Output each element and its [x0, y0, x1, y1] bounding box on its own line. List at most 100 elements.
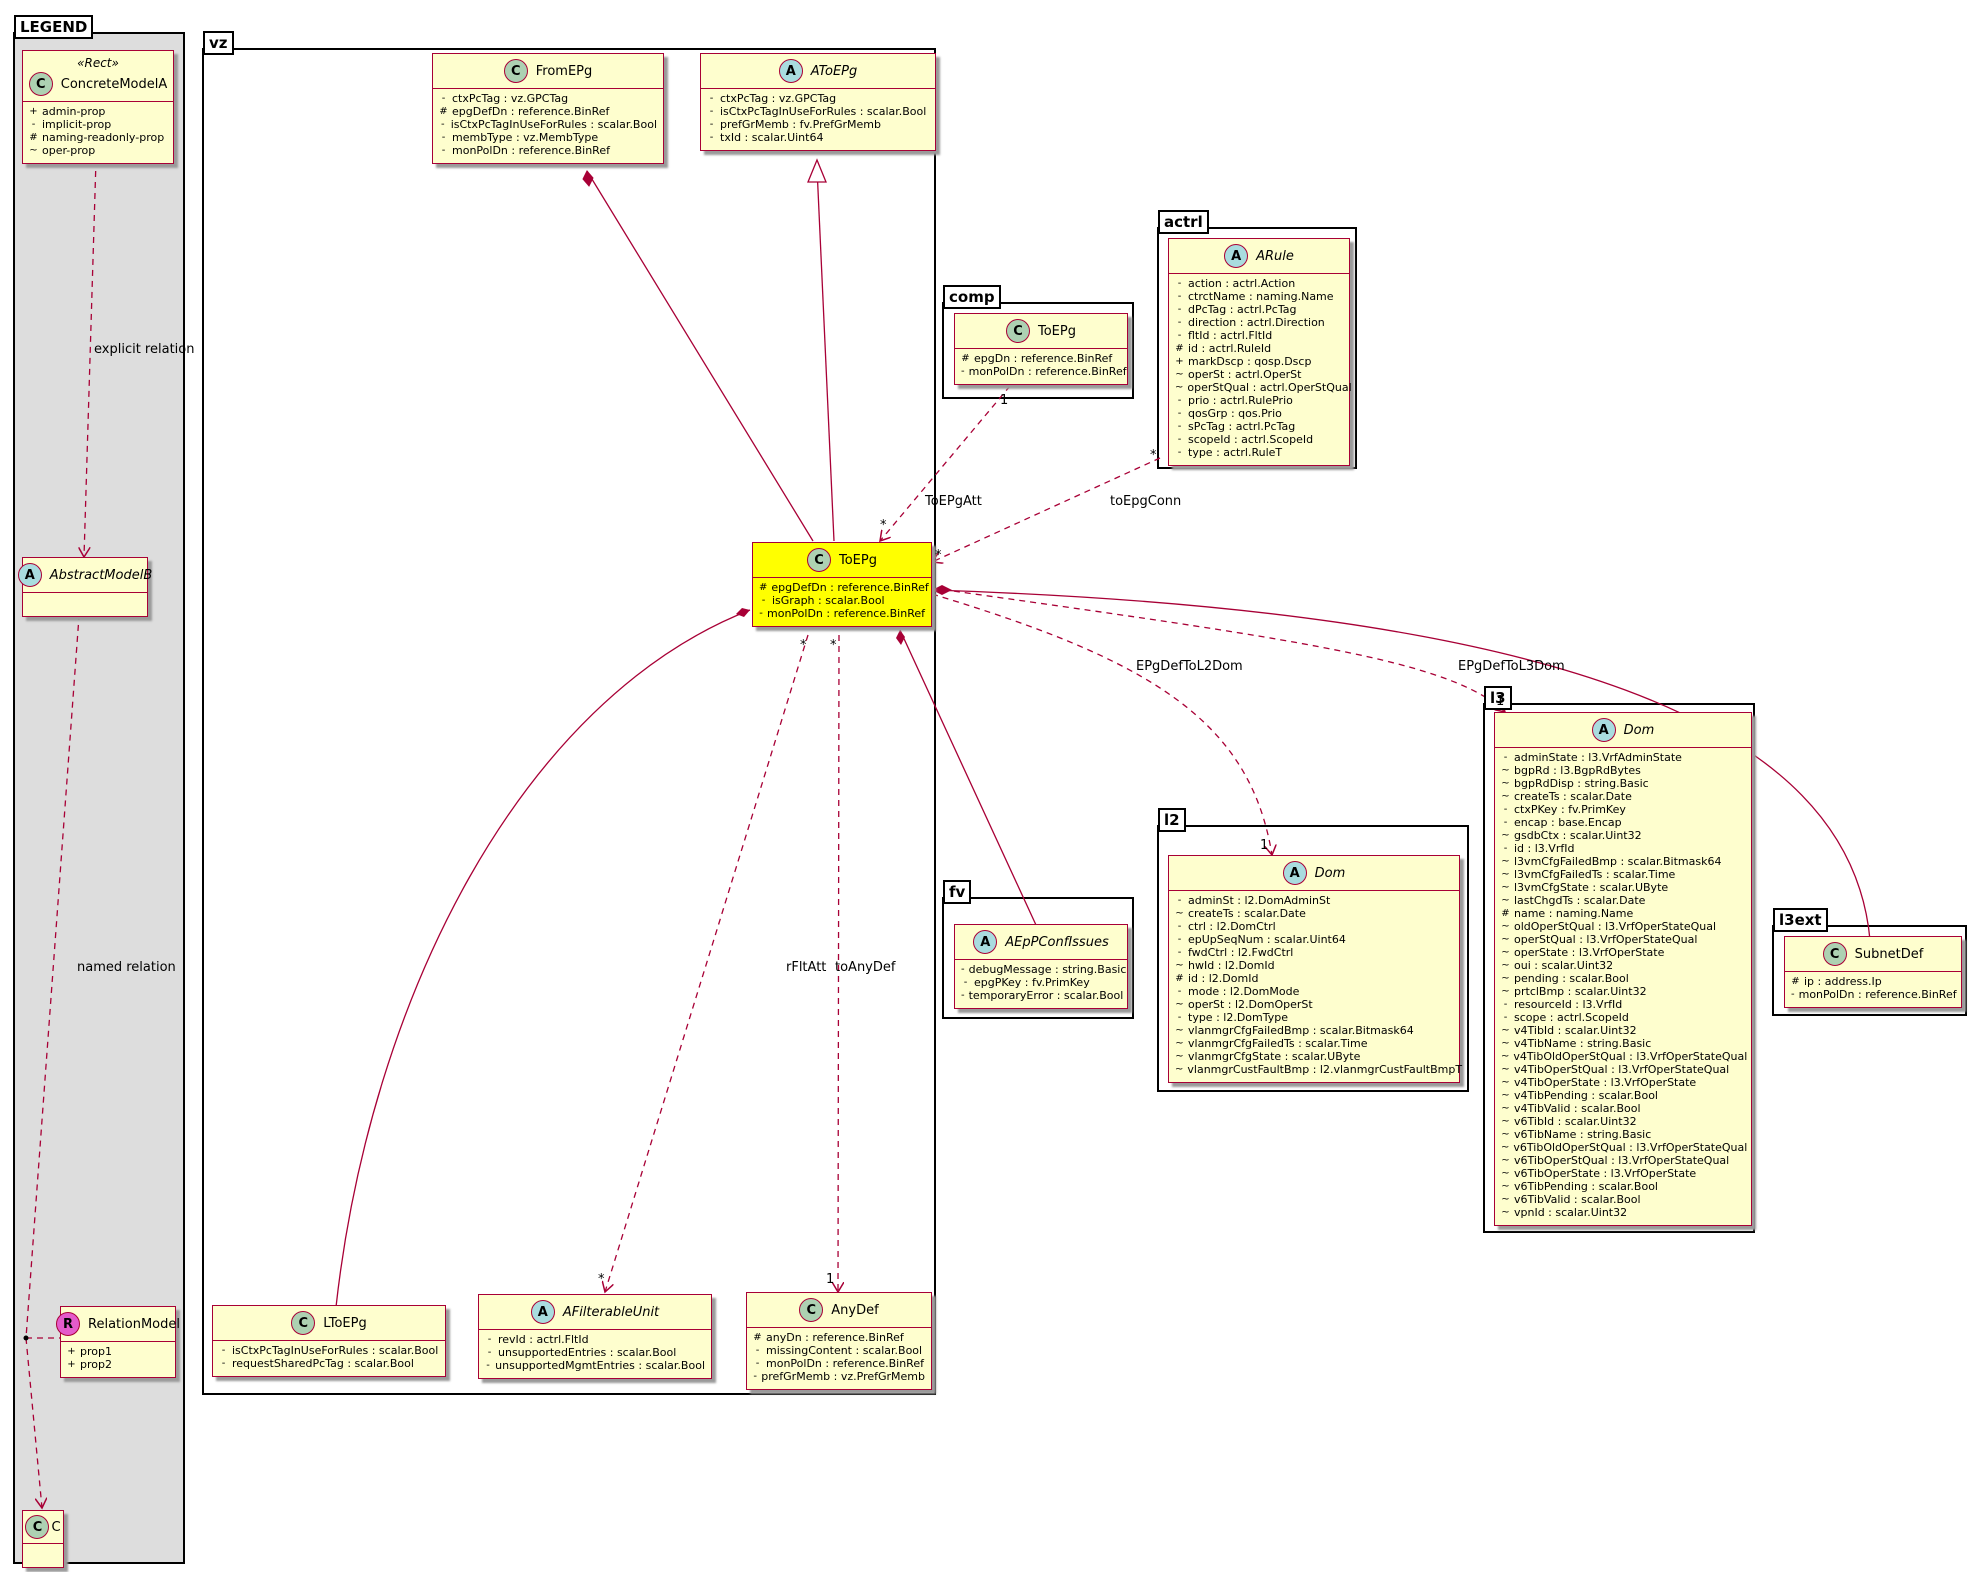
- visibility-marker: ~: [1501, 791, 1510, 802]
- class-name: AnyDef: [831, 1302, 879, 1318]
- visibility-marker: #: [753, 1332, 762, 1343]
- visibility-marker: -: [1177, 921, 1182, 932]
- visibility-marker: #: [439, 106, 448, 117]
- visibility-marker: #: [1175, 973, 1184, 984]
- attribute-row: ~v4TibName : string.Basic: [1501, 1037, 1745, 1050]
- attribute-text: hwId : l2.DomId: [1188, 959, 1275, 972]
- visibility-marker: ~: [1501, 1077, 1510, 1088]
- comp-multiplicity-star: *: [880, 518, 887, 533]
- visibility-marker: -: [753, 1371, 757, 1382]
- legend-package-tab[interactable]: LEGEND: [14, 15, 94, 39]
- attribute-row: -requestSharedPcTag : scalar.Bool: [219, 1357, 439, 1370]
- attribute-text: type : actrl.RuleT: [1188, 446, 1283, 459]
- attribute-row: ~v4TibOperStQual : l3.VrfOperStateQual: [1501, 1063, 1745, 1076]
- attribute-text: revId : actrl.FltId: [498, 1333, 589, 1346]
- visibility-marker: ~: [1501, 830, 1510, 841]
- attribute-text: missingContent : scalar.Bool: [766, 1344, 923, 1357]
- class-a-icon: A: [778, 59, 803, 83]
- attribute-row: -scope : actrl.ScopeId: [1501, 1011, 1745, 1024]
- l2-package-tab[interactable]: l2: [1158, 808, 1186, 832]
- attribute-row: #name : naming.Name: [1501, 907, 1745, 920]
- visibility-marker: ~: [1501, 882, 1510, 893]
- visibility-marker: -: [441, 119, 445, 130]
- class-c-icon: C: [807, 548, 831, 572]
- attribute-text: vlanmgrCfgFailedBmp : scalar.Bitmask64: [1188, 1024, 1414, 1037]
- visibility-marker: ~: [1501, 765, 1510, 776]
- toanydef-label: toAnyDef: [835, 960, 896, 975]
- attribute-row: -adminSt : l2.DomAdminSt: [1175, 894, 1453, 907]
- attribute-row: ~createTs : scalar.Date: [1175, 907, 1453, 920]
- attribute-text: qosGrp : qos.Prio: [1188, 407, 1282, 420]
- visibility-marker: -: [709, 119, 714, 130]
- attribute-text: ctrctName : naming.Name: [1188, 290, 1334, 303]
- visibility-marker: #: [29, 132, 38, 143]
- attribute-row: ~vlanmgrCfgState : scalar.UByte: [1175, 1050, 1453, 1063]
- class-attributes: -adminState : l3.VrfAdminState ~bgpRd : …: [1495, 748, 1751, 1225]
- visibility-marker: -: [755, 1358, 760, 1369]
- rfltatt-source-multiplicity-star: *: [800, 638, 807, 653]
- attribute-text: operSt : l2.DomOperSt: [1188, 998, 1313, 1011]
- visibility-marker: -: [709, 106, 714, 117]
- attribute-row: #id : actrl.RuleId: [1175, 342, 1343, 355]
- attribute-text: markDscp : qosp.Dscp: [1188, 355, 1312, 368]
- attribute-row: -revId : actrl.FltId: [485, 1333, 705, 1346]
- visibility-marker: ~: [1175, 999, 1184, 1010]
- visibility-marker: ~: [1501, 1155, 1510, 1166]
- class-attributes: +prop1 +prop2: [61, 1342, 175, 1377]
- l3-package-tab[interactable]: l3: [1484, 686, 1512, 710]
- visibility-marker: ~: [1501, 1051, 1510, 1062]
- attribute-row: ~l3vmCfgFailedTs : scalar.Time: [1501, 868, 1745, 881]
- toepgatt-label: ToEPgAtt: [925, 494, 982, 509]
- fv-package-tab[interactable]: fv: [943, 880, 972, 904]
- attribute-text: naming-readonly-prop: [42, 131, 165, 144]
- attribute-text: direction : actrl.Direction: [1188, 316, 1325, 329]
- attribute-row: -type : l2.DomType: [1175, 1011, 1453, 1024]
- attribute-row: ~v6TibOperState : l3.VrfOperState: [1501, 1167, 1745, 1180]
- attribute-text: epUpSeqNum : scalar.Uint64: [1188, 933, 1346, 946]
- visibility-marker: ~: [1175, 1064, 1184, 1075]
- class-a-icon: A: [1224, 244, 1249, 268]
- toepgconn-label: toEpgConn: [1110, 494, 1182, 509]
- named-relation-line: [25, 602, 81, 1508]
- attribute-row: ~lastChgdTs : scalar.Date: [1501, 894, 1745, 907]
- visibility-marker: ~: [1501, 921, 1510, 932]
- attribute-row: -membType : vz.MembType: [439, 131, 657, 144]
- rfltatt-label: rFltAtt: [786, 960, 827, 975]
- attribute-row: ~oldOperStQual : l3.VrfOperStateQual: [1501, 920, 1745, 933]
- aeppconfissues-composition-line: [899, 629, 1037, 926]
- epgdeftol3dom-line: [931, 587, 1505, 712]
- attribute-row: -dPcTag : actrl.PcTag: [1175, 303, 1343, 316]
- attribute-row: -monPolDn : reference.BinRef: [1791, 988, 1957, 1001]
- vz-package-tab[interactable]: vz: [203, 31, 234, 55]
- attribute-text: ctxPKey : fv.PrimKey: [1514, 803, 1626, 816]
- class-attributes: #epgDefDn : reference.BinRef -isGraph : …: [753, 578, 931, 626]
- l3ext-package-tab[interactable]: l3ext: [1773, 908, 1828, 932]
- actrl-package-tab[interactable]: actrl: [1158, 210, 1209, 234]
- visibility-marker: -: [1177, 304, 1182, 315]
- comp-package-tab[interactable]: comp: [943, 285, 1001, 309]
- attribute-row: -prefGrMemb : vz.PrefGrMemb: [753, 1370, 925, 1383]
- attribute-row: -id : l3.VrfId: [1501, 842, 1745, 855]
- visibility-marker: -: [761, 595, 766, 606]
- attribute-text: ctxPcTag : vz.GPCTag: [452, 92, 569, 105]
- attribute-text: v4TibPending : scalar.Bool: [1514, 1089, 1658, 1102]
